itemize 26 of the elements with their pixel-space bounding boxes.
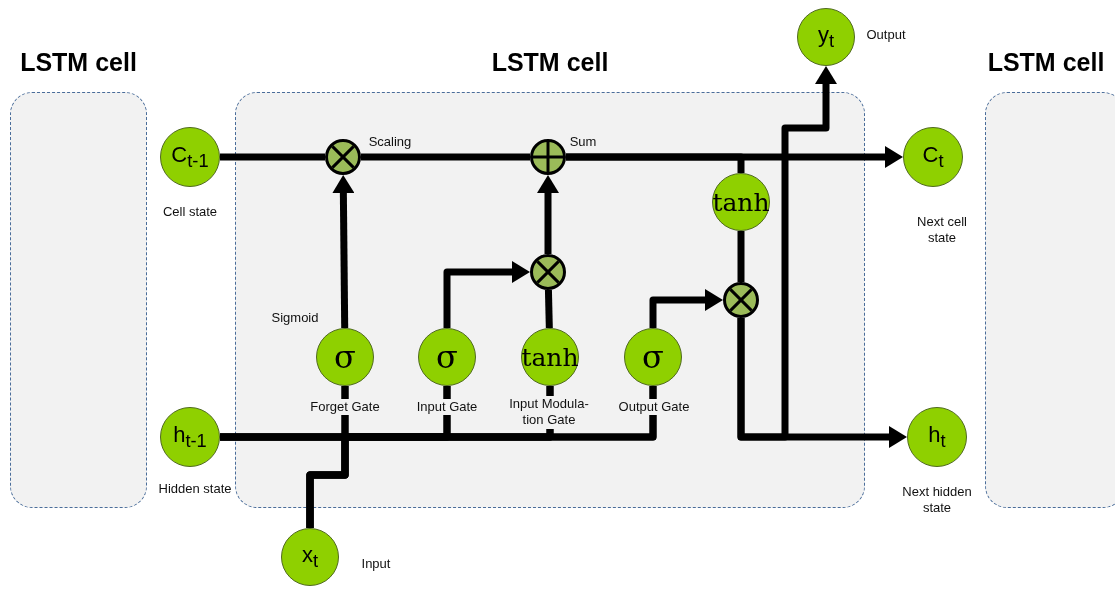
cell-title: LSTM cell <box>19 48 138 77</box>
arrow <box>332 175 355 329</box>
state-node: C$_{t-1}$ <box>160 127 220 187</box>
state-node: h$_{t-1}$ <box>160 407 220 467</box>
connector-line <box>544 289 553 329</box>
connector-line <box>306 386 657 528</box>
node-caption: Cell state <box>161 204 219 221</box>
node-caption: Next cell state <box>916 214 968 247</box>
state-node: x$_{t}$ <box>281 528 339 586</box>
arrow <box>737 66 837 441</box>
connector-line <box>361 153 530 161</box>
state-node: y$_{t}$ <box>797 8 855 66</box>
node-caption: Input <box>360 556 392 573</box>
state-node: C$_{t}$ <box>903 127 963 187</box>
arrow <box>537 175 559 254</box>
node-caption: Hidden state <box>157 481 233 498</box>
state-node: h$_{t}$ <box>907 407 967 467</box>
connector-line <box>566 153 745 173</box>
cell-title: LSTM cell <box>986 48 1106 77</box>
connector-line <box>737 231 745 282</box>
arrow <box>649 289 723 328</box>
cell-title: LSTM cell <box>490 48 610 77</box>
node-caption: Output <box>865 27 907 44</box>
connector-line <box>220 153 325 161</box>
arrow <box>443 261 530 328</box>
node-caption: Next hidden state <box>901 484 973 517</box>
